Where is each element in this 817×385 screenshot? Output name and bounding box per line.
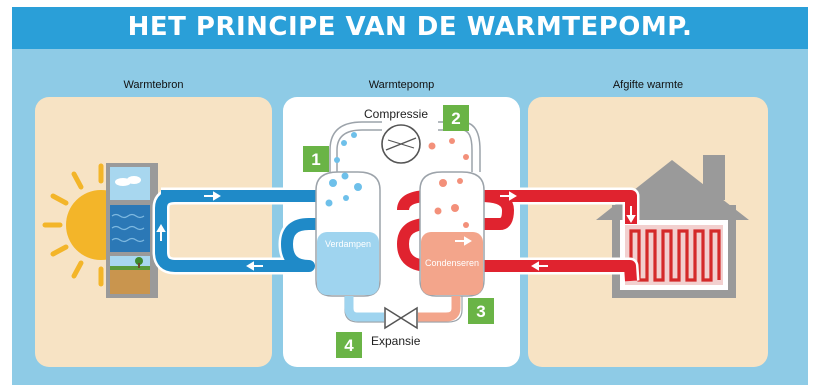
step-number-4: 4 <box>344 336 354 355</box>
label-compressie: Compressie <box>364 107 428 121</box>
step-badge-3 <box>468 298 494 324</box>
step-badge-1 <box>303 146 329 172</box>
step-badge-2 <box>443 105 469 131</box>
column-label-warmtepomp: Warmtepomp <box>368 79 435 91</box>
flow-arrow-icon <box>156 191 636 271</box>
tree-icon <box>135 257 143 265</box>
label-condenseren: Condenseren <box>425 258 479 268</box>
label-verdampen: Verdampen <box>325 239 371 249</box>
expansion-valve-icon <box>384 306 418 330</box>
cold-return-pipe <box>344 296 384 322</box>
radiator-icon <box>625 225 723 285</box>
step-number-2: 2 <box>451 109 460 128</box>
title-banner: HET PRINCIPE VAN DE WARMTEPOMP. <box>12 7 808 49</box>
step-number-3: 3 <box>476 302 485 321</box>
step-badge-4 <box>336 332 362 358</box>
column-label-afgifte: Afgifte warmte <box>612 79 684 91</box>
compressor-icon <box>381 124 421 164</box>
step-number-1: 1 <box>311 150 320 169</box>
column-label-warmtebron: Warmtebron <box>123 79 184 91</box>
vapor-bubbles-hot <box>428 138 469 228</box>
hot-return-pipe <box>418 296 461 322</box>
vapor-bubbles-cold <box>325 132 362 207</box>
page-title: HET PRINCIPE VAN DE WARMTEPOMP. <box>127 12 693 42</box>
label-expansie: Expansie <box>371 334 421 348</box>
